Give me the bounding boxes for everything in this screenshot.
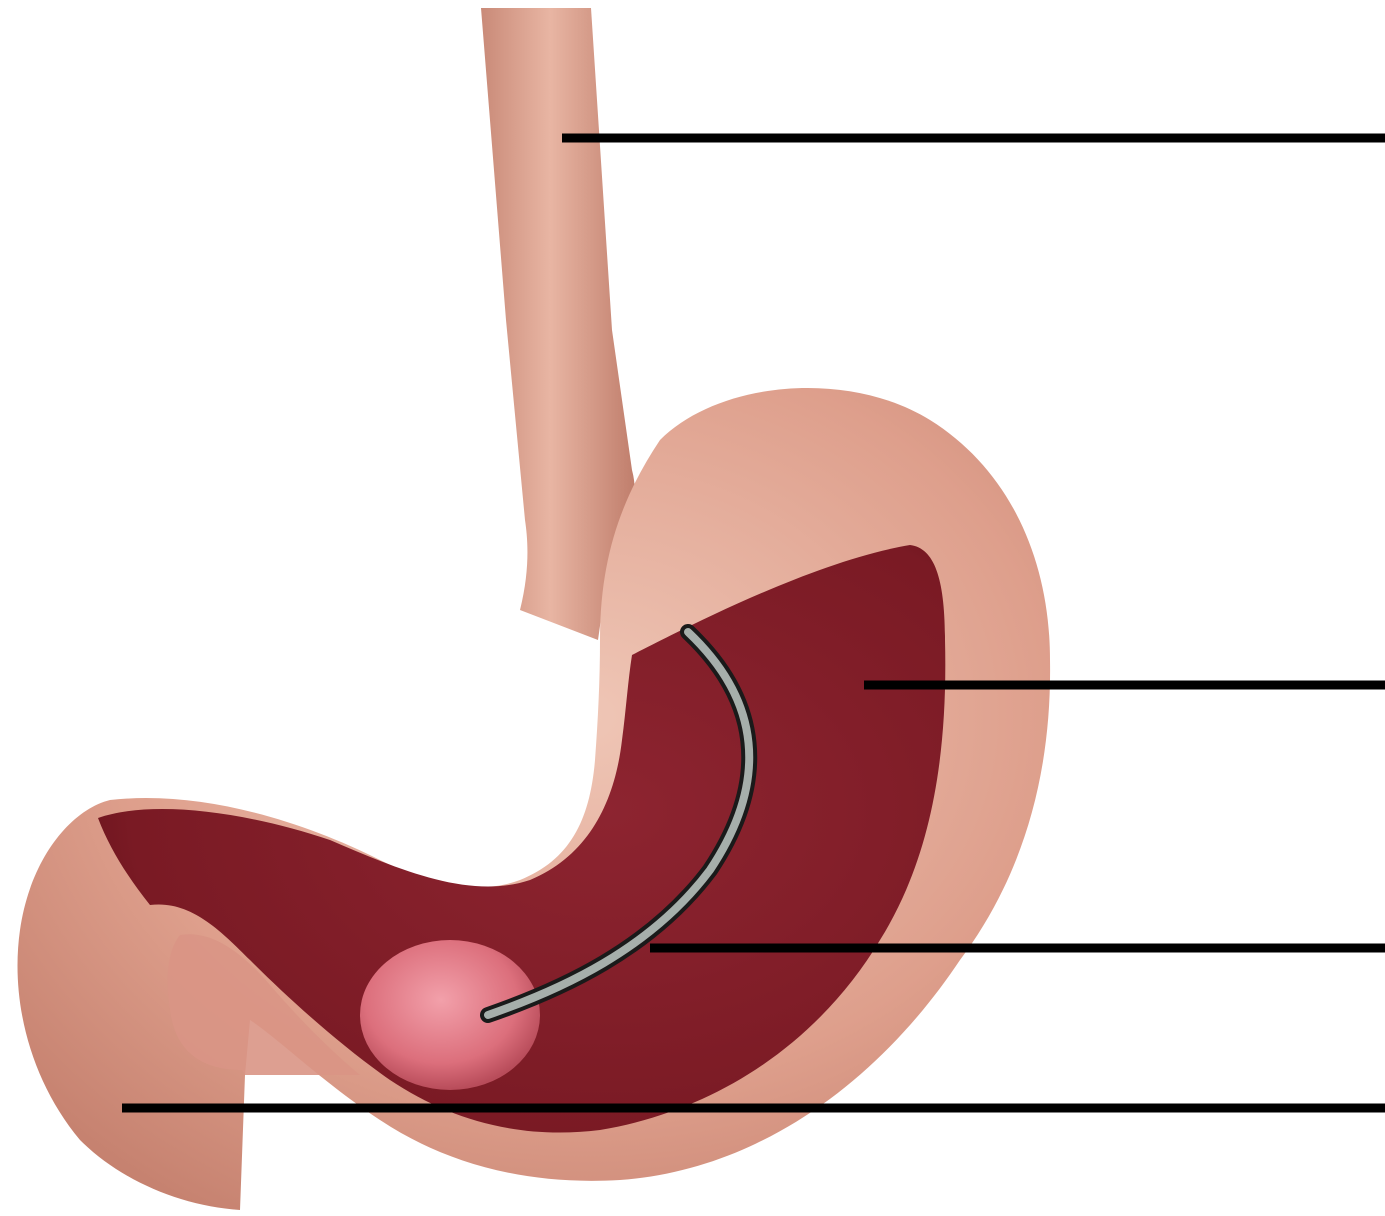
lesion [360,940,540,1090]
